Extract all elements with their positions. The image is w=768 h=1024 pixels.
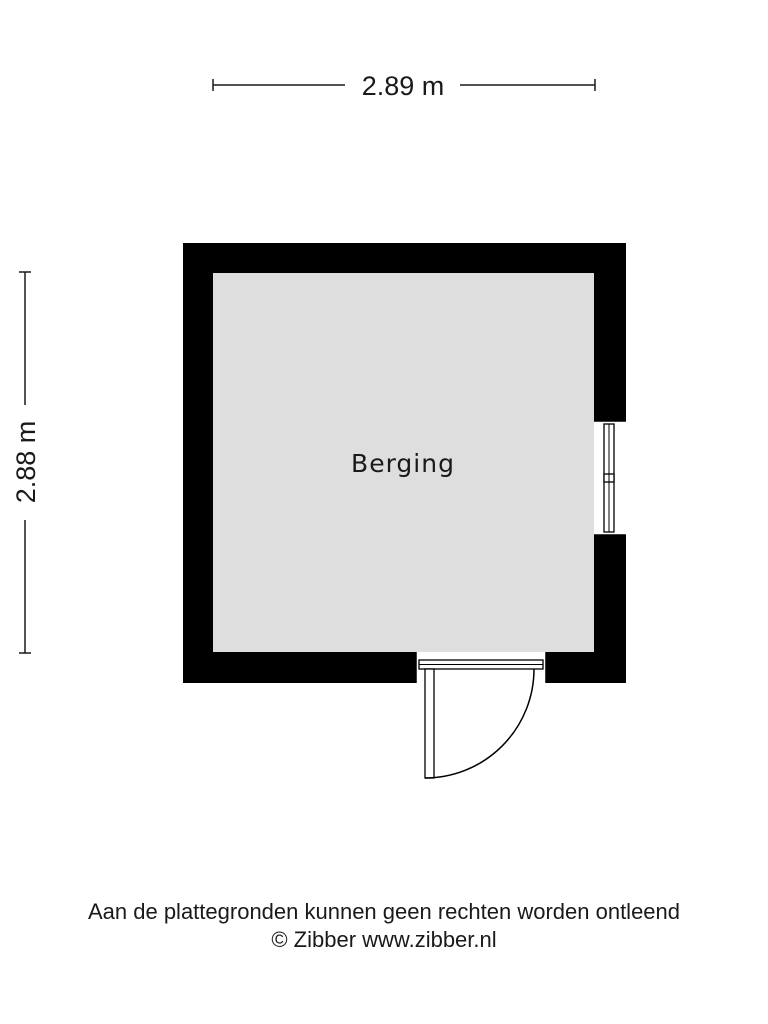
credit-text: © Zibber www.zibber.nl bbox=[271, 927, 497, 952]
height-dimension-label: 2.88 m bbox=[11, 421, 41, 504]
door-swing-arc bbox=[424, 668, 535, 779]
width-dimension: 2.89 m bbox=[212, 71, 596, 101]
door bbox=[415, 652, 547, 779]
width-dimension-label: 2.89 m bbox=[362, 71, 445, 101]
disclaimer-text: Aan de plattegronden kunnen geen rechten… bbox=[87, 899, 681, 924]
room-label: Berging bbox=[351, 449, 455, 478]
window bbox=[594, 420, 626, 536]
room-floor bbox=[213, 273, 594, 652]
height-dimension: 2.88 m bbox=[11, 271, 41, 654]
